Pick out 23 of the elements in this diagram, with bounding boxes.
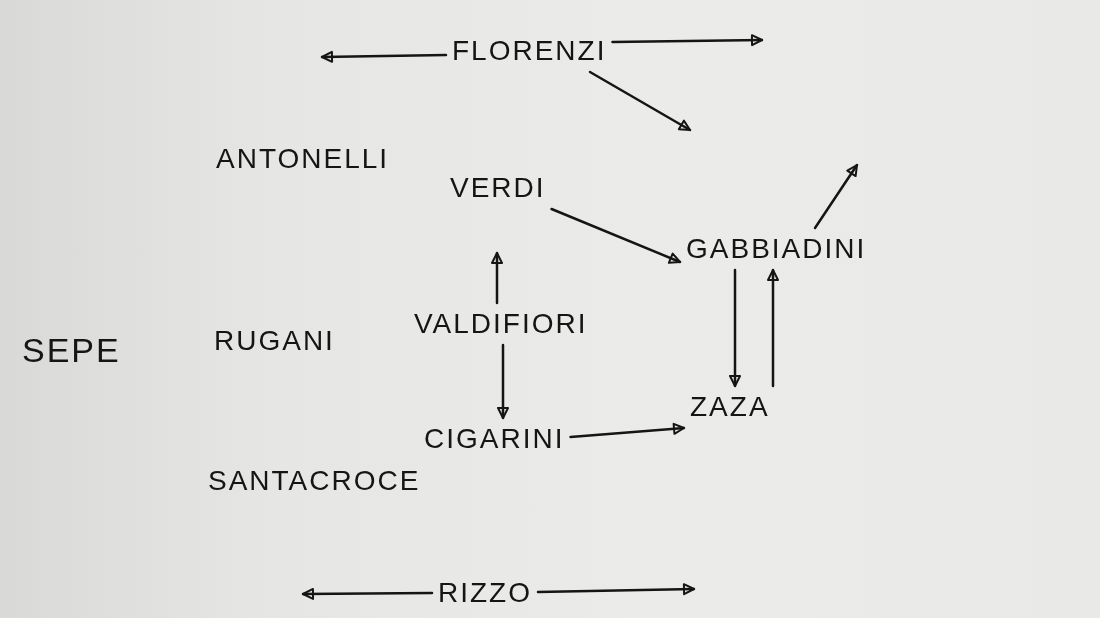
arrow [497,343,509,420]
player-name: FLORENZI [452,36,607,66]
arrow [569,422,686,439]
arrow [301,587,434,600]
player-name: ZAZA [690,392,770,422]
arrow [729,268,741,388]
arrow [813,163,859,230]
arrow [767,268,779,388]
player-name: SEPE [22,332,121,369]
arrow [550,207,682,264]
arrow [611,34,764,47]
player-name: RIZZO [438,578,532,608]
player-name: SANTACROCE [208,466,421,496]
player-name: VALDIFIORI [414,309,588,339]
arrow [320,50,448,63]
arrow [588,70,692,132]
arrow [536,583,696,596]
player-name: VERDI [450,173,546,203]
player-name: RUGANI [214,326,335,356]
player-name: GABBIADINI [686,234,867,264]
arrow [491,251,503,305]
player-name: CIGARINI [424,424,565,454]
player-name: ANTONELLI [216,144,390,174]
